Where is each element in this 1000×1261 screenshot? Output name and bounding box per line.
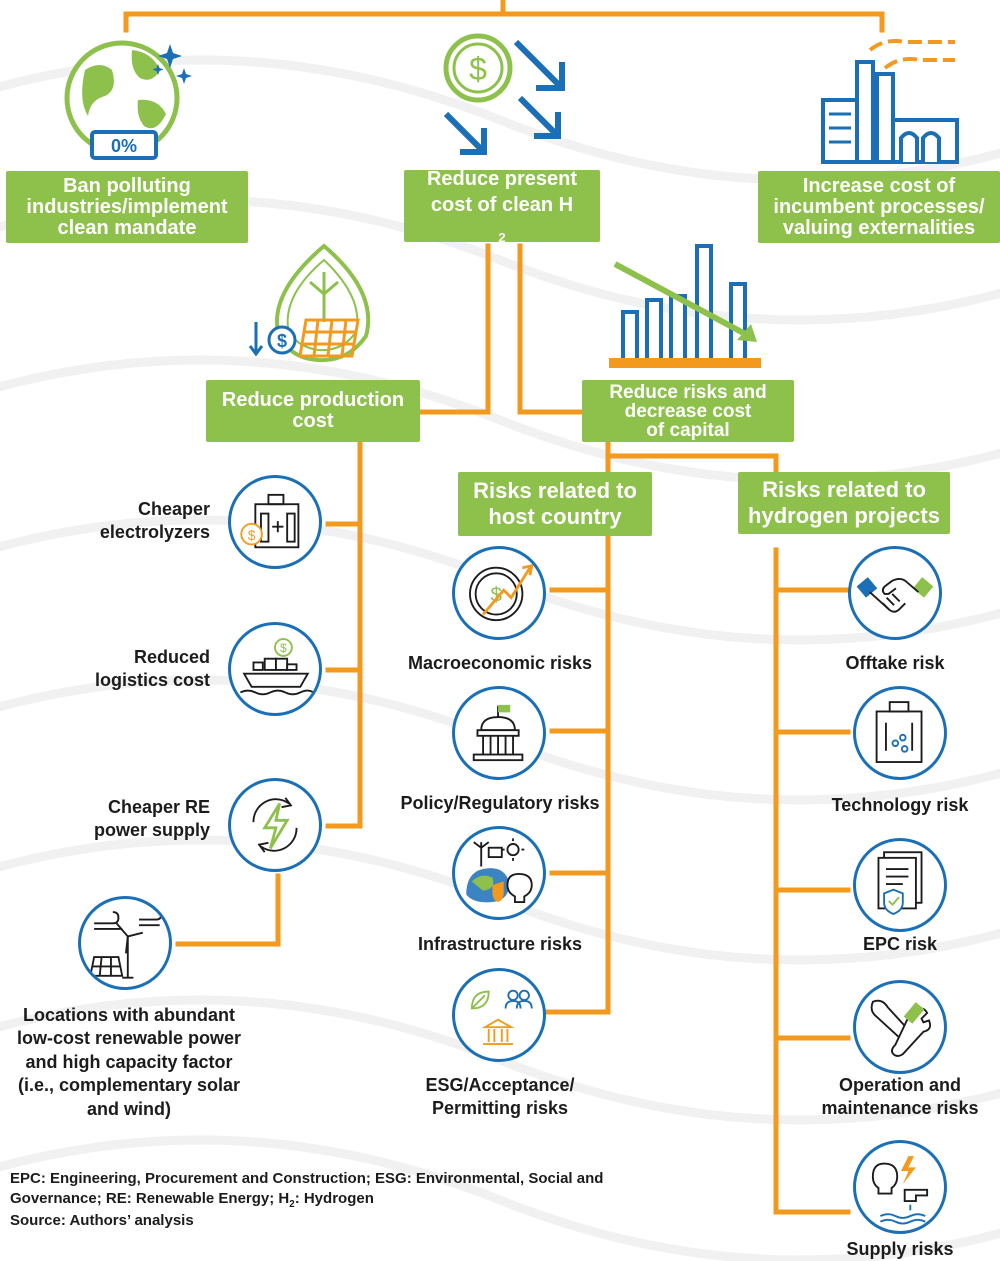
technology-circle (853, 686, 947, 780)
infrastructure-circle (452, 826, 546, 920)
offtake-risk-label: Offtake risk (845, 653, 945, 673)
infrastructure-icon (466, 838, 533, 903)
epc-risk-label: EPC risk (862, 934, 938, 954)
esg-permitting-risks-label: ESG/Acceptance/Permitting risks (425, 1075, 575, 1119)
operation-circle (853, 980, 947, 1074)
leaf-solar-icon: $ (248, 243, 371, 363)
svg-text:$: $ (277, 331, 287, 351)
svg-text:$: $ (248, 527, 256, 543)
macroeconomic-circle: $ (452, 546, 546, 640)
footnote-source: Source: Authors’ analysis (10, 1212, 194, 1230)
policy-circle (452, 686, 546, 780)
sparkle-icon (152, 44, 192, 84)
handshake-icon (856, 577, 934, 613)
macro-icon: $ (469, 564, 534, 622)
supply-circle (853, 1140, 947, 1234)
footnote: EPC: Engineering, Procurement and Constr… (10, 1169, 603, 1231)
ship-icon: $ (239, 638, 314, 696)
esg-icon (470, 989, 533, 1045)
power-circle (228, 778, 322, 872)
wrench-icon (870, 999, 932, 1057)
capitol-icon (472, 704, 524, 762)
electrolyzer-circle: $ (228, 475, 322, 569)
globe-badge: 0% (110, 136, 137, 156)
svg-text:$: $ (280, 641, 287, 655)
supply-icon (871, 1156, 929, 1225)
supply-risks-label: Supply risks (846, 1239, 954, 1259)
technology-icon (875, 701, 923, 763)
footnote-line-1: EPC: Engineering, Procurement and Constr… (10, 1170, 604, 1187)
bar-chart-icon (609, 244, 761, 368)
certificate-icon (877, 851, 923, 916)
wind-solar-icon (89, 907, 163, 979)
epc-circle (853, 838, 947, 932)
macroeconomic-risks-label: Macroeconomic risks (407, 653, 593, 673)
technology-risk-label: Technology risk (831, 795, 969, 815)
footnote-line-2: Governance; RE: Renewable Energy; H2: Hy… (10, 1189, 374, 1210)
ship-circle: $ (228, 622, 322, 716)
svg-text:$: $ (469, 51, 487, 87)
connectors (123, 0, 885, 1215)
power-icon (252, 797, 298, 853)
policy-regulatory-risks-label: Policy/Regulatory risks (400, 793, 600, 813)
globe-icon (64, 40, 192, 160)
offtake-circle (848, 546, 942, 640)
dollar-arrows-icon: $ (443, 33, 565, 155)
wind-solar-circle (78, 896, 172, 990)
esg-circle (452, 968, 546, 1062)
factory-icon (821, 39, 959, 164)
electrolyzer-icon: $ (240, 493, 300, 549)
infrastructure-risks-label: Infrastructure risks (417, 934, 583, 954)
